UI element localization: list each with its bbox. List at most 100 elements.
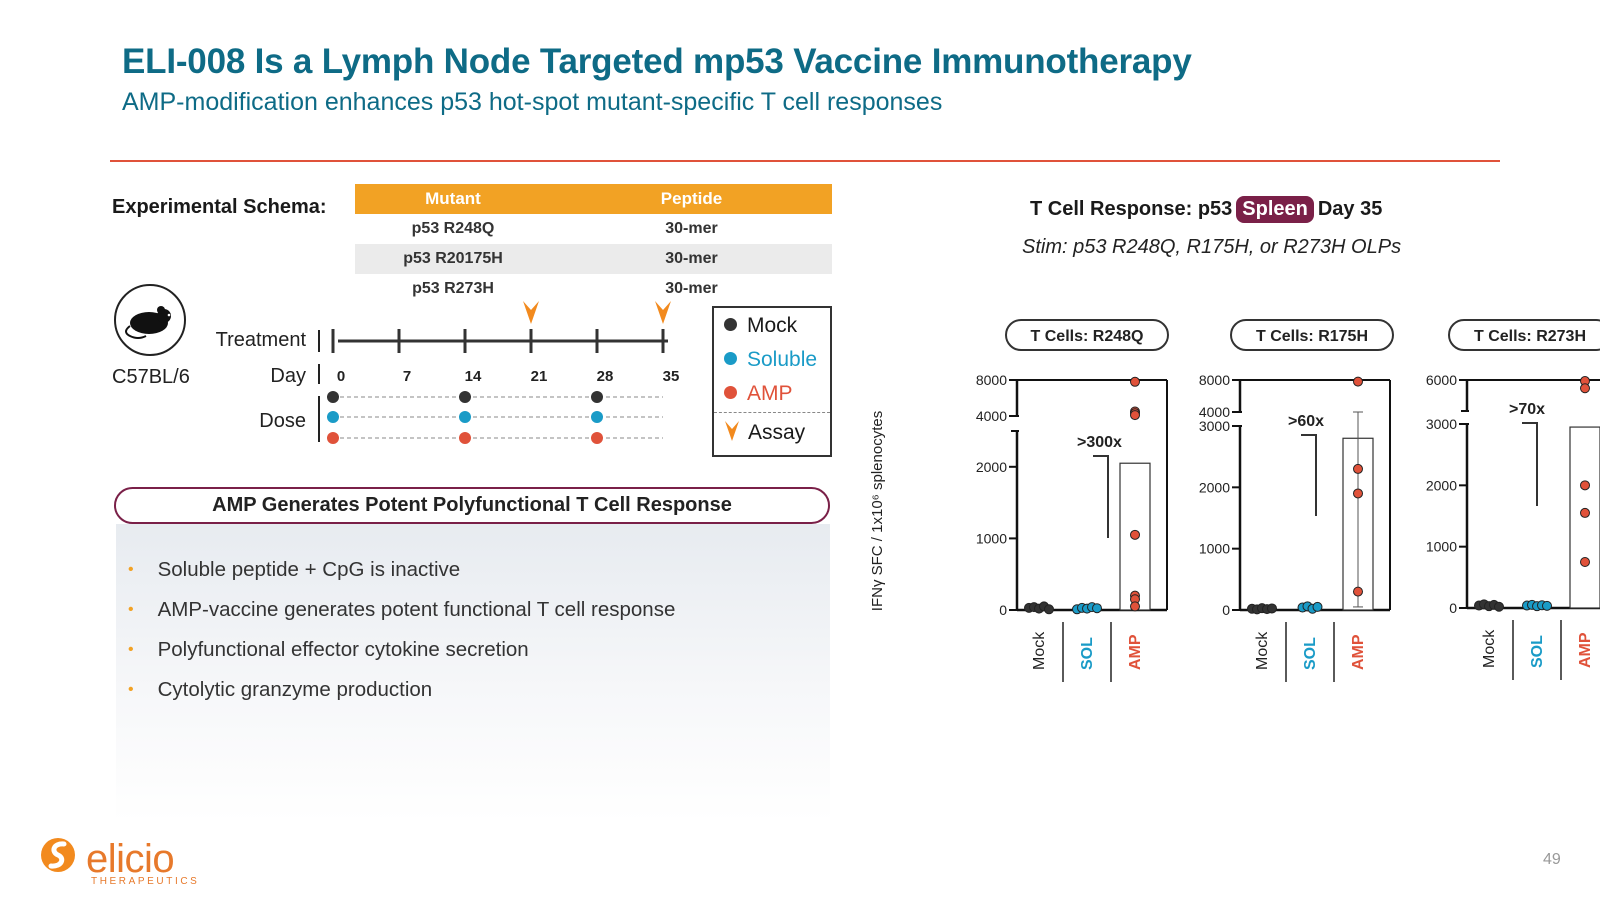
mock-dot-icon	[724, 318, 737, 331]
assay-markers	[523, 301, 671, 324]
table-cell-peptide: 30-mer	[665, 280, 718, 297]
table-cell-mutant: p53 R273H	[412, 280, 494, 297]
y-tick-label: 8000	[976, 372, 1007, 388]
x-category-label: Mock	[1031, 631, 1048, 670]
mutant-table: Mutant Peptide p53 R248Q 30-mer p53 R201…	[355, 184, 832, 304]
dose-dot	[591, 411, 603, 423]
bullet-item: •Polyfunctional effector cytokine secret…	[128, 638, 529, 662]
y-tick-label: 1000	[976, 530, 1007, 546]
legend-label: AMP	[747, 382, 793, 405]
fold-change-annotation: >60x	[1288, 413, 1324, 430]
bullet-item: •Soluble peptide + CpG is inactive	[128, 558, 460, 582]
dose-dot	[327, 432, 339, 444]
day-tick: 14	[464, 368, 482, 385]
assay-chevron-icon	[655, 301, 671, 324]
day-tick: 7	[402, 368, 412, 385]
logo-wordmark: elicio	[86, 837, 175, 881]
table-row: p53 R20175H 30-mer	[355, 244, 832, 274]
x-category-label: AMP	[1127, 634, 1144, 670]
spleen-badge: Spleen	[1236, 196, 1314, 223]
legend-item-mock: Mock	[724, 314, 797, 338]
bullet-item: •AMP-vaccine generates potent functional…	[128, 598, 675, 622]
timeline-ticks	[331, 329, 665, 353]
fold-change-annotation: >300x	[1077, 434, 1122, 451]
mutant-header: Mutant	[355, 184, 551, 214]
logo-subtext: THERAPEUTICS	[91, 876, 200, 887]
y-tick-label: 3000	[1199, 418, 1230, 434]
data-point	[1542, 600, 1552, 611]
table-cell-mutant: p53 R20175H	[355, 244, 551, 274]
data-point	[1130, 601, 1140, 612]
y-tick-label: 4000	[976, 408, 1007, 424]
mutant-table-header: Mutant Peptide	[355, 184, 832, 214]
significance-bracket	[1522, 422, 1538, 506]
page-subtitle: AMP-modification enhances p53 hot-spot m…	[122, 88, 943, 116]
bullet-text: Cytolytic granzyme production	[157, 678, 433, 701]
schema-legend: Mock Soluble AMP Assay	[712, 306, 832, 457]
amp-panel	[116, 524, 830, 822]
elicio-logo-icon	[41, 838, 75, 872]
legend-label: Assay	[748, 421, 806, 444]
day-tick: 0	[336, 368, 346, 385]
schema-label: Experimental Schema:	[112, 196, 327, 218]
treatment-label: Treatment	[215, 329, 306, 351]
significance-bracket	[1301, 434, 1317, 516]
y-tick-label: 3000	[1426, 416, 1457, 432]
data-point	[1580, 557, 1590, 567]
data-point	[1580, 383, 1590, 394]
data-point	[1092, 603, 1102, 614]
fold-change-annotation: >70x	[1509, 401, 1545, 418]
soluble-dot-icon	[724, 352, 737, 365]
assay-chevron-icon	[523, 301, 539, 324]
x-category-label: SOL	[1529, 635, 1546, 668]
day-tick: 28	[596, 368, 614, 385]
page-title: ELI-008 Is a Lymph Node Targeted mp53 Va…	[122, 42, 1192, 81]
y-tick-label: 2000	[976, 459, 1007, 475]
x-category-label: AMP	[1577, 632, 1594, 668]
y-tick-label: 2000	[1199, 479, 1230, 495]
chart-title-border	[1005, 319, 1169, 351]
chart-panel-title: T Cells: R248Q	[1031, 328, 1144, 345]
chart-stim-subtitle: Stim: p53 R248Q, R175H, or R273H OLPs	[1022, 236, 1402, 258]
page-number: 49	[1543, 851, 1561, 868]
significance-bracket	[1093, 455, 1109, 538]
table-row: p53 R248Q 30-mer	[355, 214, 832, 244]
bullet-dot-icon: •	[128, 561, 134, 578]
dose-dot	[459, 391, 471, 403]
legend-item-assay: Assay	[724, 420, 805, 445]
data-point	[1353, 488, 1363, 499]
y-tick-label: 0	[1449, 600, 1457, 616]
data-point	[1353, 376, 1363, 387]
chevron-down-icon	[725, 421, 739, 441]
chart-title-pill: T Cells: R248Q	[1005, 319, 1169, 351]
dose-dot	[327, 391, 339, 403]
table-cell-mutant: p53 R248Q	[411, 220, 495, 237]
chart-panel-title: T Cells: R273H	[1474, 328, 1586, 345]
y-tick-label: 0	[999, 602, 1007, 618]
chart-title-border	[1230, 319, 1394, 351]
mouse-icon	[114, 284, 186, 356]
legend-item-amp: AMP	[724, 382, 793, 406]
dose-dot	[591, 391, 603, 403]
day-label: Day	[270, 365, 306, 387]
timeline	[318, 301, 671, 444]
data-point	[1130, 410, 1140, 421]
data-point	[1494, 601, 1504, 612]
day-tick: 35	[662, 368, 680, 385]
x-category-label: SOL	[1302, 637, 1319, 670]
y-tick-label: 4000	[1199, 404, 1230, 420]
title-divider	[110, 160, 1500, 162]
data-point	[1044, 604, 1054, 615]
data-point	[1580, 480, 1590, 491]
mouse-strain-label: C57BL/6	[112, 366, 190, 388]
dose-label: Dose	[259, 410, 306, 432]
dose-dot	[459, 432, 471, 444]
table-cell-peptide: 30-mer	[665, 220, 718, 237]
data-point	[1580, 507, 1590, 518]
chart-title-pill: T Cells: R273H	[1448, 319, 1600, 351]
bullet-dot-icon: •	[128, 601, 134, 618]
amp-heading: AMP Generates Potent Polyfunctional T Ce…	[114, 487, 830, 524]
